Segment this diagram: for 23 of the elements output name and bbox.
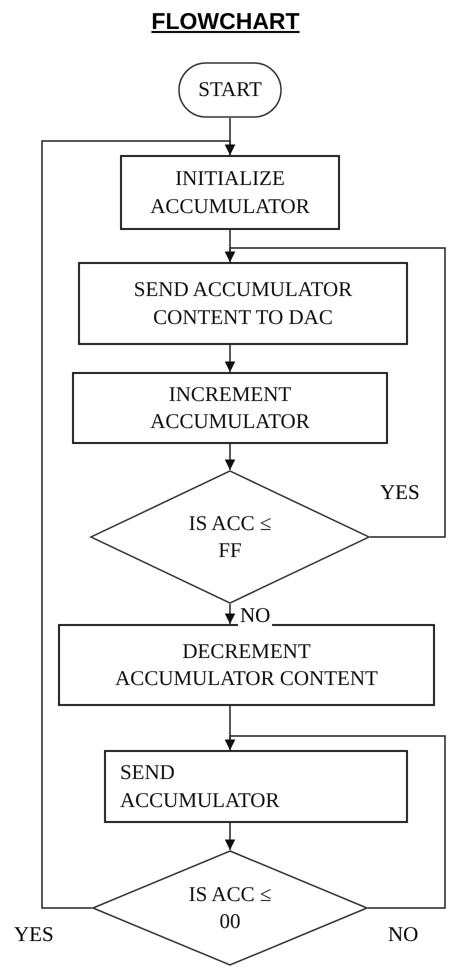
node-label: DECREMENT ACCUMULATOR CONTENT — [114, 638, 379, 692]
node-label: SEND ACCUMULATOR — [120, 759, 280, 814]
arrow — [224, 247, 446, 538]
node-label: INITIALIZE ACCUMULATOR — [149, 165, 311, 220]
arrow — [224, 604, 236, 624]
node-label: IS ACC ≤ FF — [188, 510, 272, 564]
node-label: SEND ACCUMULATOR CONTENT TO DAC — [132, 276, 354, 330]
process-box — [104, 750, 408, 823]
decision-diamond — [90, 470, 370, 604]
node-label: INCREMENT ACCUMULATOR — [149, 380, 311, 435]
arrow — [224, 735, 446, 909]
process-box — [72, 372, 388, 444]
arrow — [224, 823, 236, 850]
process-box — [78, 262, 408, 345]
title: FLOWCHART — [150, 8, 301, 35]
arrow — [41, 140, 236, 909]
process-box — [58, 624, 435, 706]
node-label: IS ACC ≤ 00 — [188, 880, 272, 935]
process-box — [120, 155, 340, 230]
arrow — [224, 444, 236, 470]
node-label: START — [197, 76, 263, 104]
arrow — [224, 345, 236, 372]
decision-diamond — [92, 850, 368, 966]
